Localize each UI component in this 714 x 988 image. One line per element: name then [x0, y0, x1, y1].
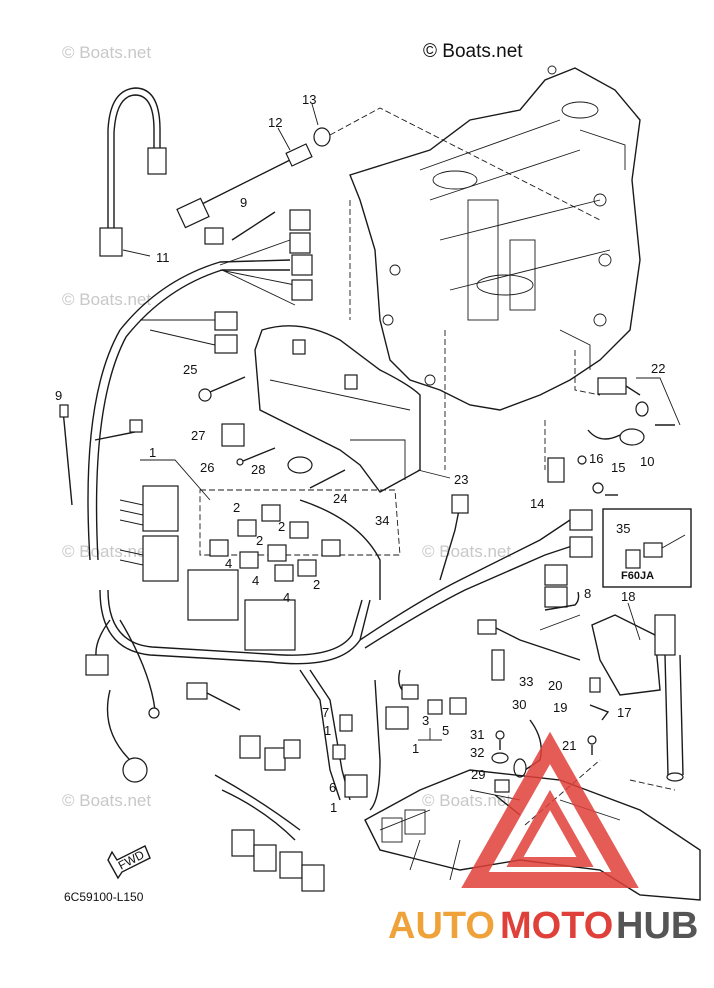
callout-label: 11	[156, 250, 170, 265]
callout-label: 4	[252, 573, 259, 588]
main-harness-top	[87, 209, 313, 561]
cable-tie-9-left	[62, 409, 73, 506]
callout-label: 1	[324, 723, 331, 738]
watermark-text: © Boats.net	[62, 542, 151, 561]
callout-label: 24	[333, 491, 347, 506]
callout-label: 35	[616, 521, 630, 536]
inset-box: F60JA	[602, 508, 692, 588]
callout-label: 4	[283, 590, 290, 605]
fasteners-mid	[198, 376, 346, 489]
right-harness	[359, 494, 593, 715]
fwd-label: FWD	[116, 847, 147, 872]
callout-label: 1	[412, 741, 419, 756]
callout-label: 7	[322, 705, 329, 720]
diagram-code: 6C59100-L150	[64, 890, 144, 904]
callout-label: 15	[611, 460, 625, 475]
bracket-23	[254, 325, 421, 493]
callout-label: 28	[251, 462, 265, 477]
callout-label: 2	[233, 500, 240, 515]
watermarks: © Boats.net © Boats.net © Boats.net © Bo…	[62, 43, 511, 810]
callout-label: 2	[256, 533, 263, 548]
sensor-12	[176, 127, 331, 229]
cable-tie-head	[59, 404, 69, 418]
callout-label: 21	[562, 738, 576, 753]
callout-label: 9	[240, 195, 247, 210]
cable-tie-9	[231, 211, 276, 241]
logo-text-moto: MOTO	[500, 905, 613, 947]
callout-label: 8	[584, 586, 591, 601]
callout-label: 2	[278, 519, 285, 534]
callout-label: 9	[55, 388, 62, 403]
watermark-text: © Boats.net	[62, 290, 151, 309]
logo-text-auto: AUTO	[388, 905, 495, 947]
callout-label: 34	[375, 513, 389, 528]
callout-label: 23	[454, 472, 468, 487]
watermark-text: © Boats.net	[422, 542, 511, 561]
watermark-text: © Boats.net	[62, 43, 151, 62]
sensor-lead-11	[99, 87, 167, 257]
callout-label: 1	[149, 445, 156, 460]
watermark-text: © Boats.net	[62, 791, 151, 810]
callout-label: 6	[329, 780, 336, 795]
automotohub-logo: AUTO MOTO HUB	[388, 731, 698, 947]
callout-label: 4	[225, 556, 232, 571]
callout-label: 26	[200, 460, 214, 475]
callout-label: 18	[621, 589, 635, 604]
leader-lines	[199, 107, 601, 556]
callout-label: 5	[442, 723, 449, 738]
callout-label: 32	[470, 745, 484, 760]
callout-label: 27	[191, 428, 205, 443]
callout-label: 25	[183, 362, 197, 377]
callout-label: 10	[640, 454, 654, 469]
logo-text-hub: HUB	[616, 905, 698, 947]
inset-label: F60JA	[621, 570, 654, 582]
callout-label: 16	[589, 451, 603, 466]
junction-box	[94, 419, 371, 665]
lower-harness	[85, 619, 409, 892]
callout-label: 2	[313, 577, 320, 592]
forward-arrow: FWD	[107, 845, 151, 880]
callout-label: 31	[470, 727, 484, 742]
callout-label: 14	[530, 496, 544, 511]
callout-label: 20	[548, 678, 562, 693]
callout-label: 12	[268, 115, 282, 130]
callout-label: 13	[302, 92, 316, 107]
callout-label: 22	[651, 361, 665, 376]
callout-label: 1	[330, 800, 337, 815]
callout-label: 17	[617, 705, 631, 720]
callout-label: 3	[422, 713, 429, 728]
callout-label: 19	[553, 700, 567, 715]
lower-casting	[364, 759, 701, 901]
engine-block	[349, 65, 641, 411]
lower-items	[491, 719, 542, 816]
sensor-22-group	[547, 377, 675, 496]
callout-numbers: 13 12 9 11 22 25 9 1 27 26 28 24 23 34 1…	[55, 92, 681, 815]
watermark-text: © Boats.net	[422, 791, 511, 810]
copyright-text: © Boats.net	[423, 41, 523, 62]
relays	[209, 499, 381, 600]
bracket-18	[544, 591, 684, 782]
callout-label: 33	[519, 674, 533, 689]
callout-label: 29	[471, 767, 485, 782]
callout-label: 30	[512, 697, 526, 712]
